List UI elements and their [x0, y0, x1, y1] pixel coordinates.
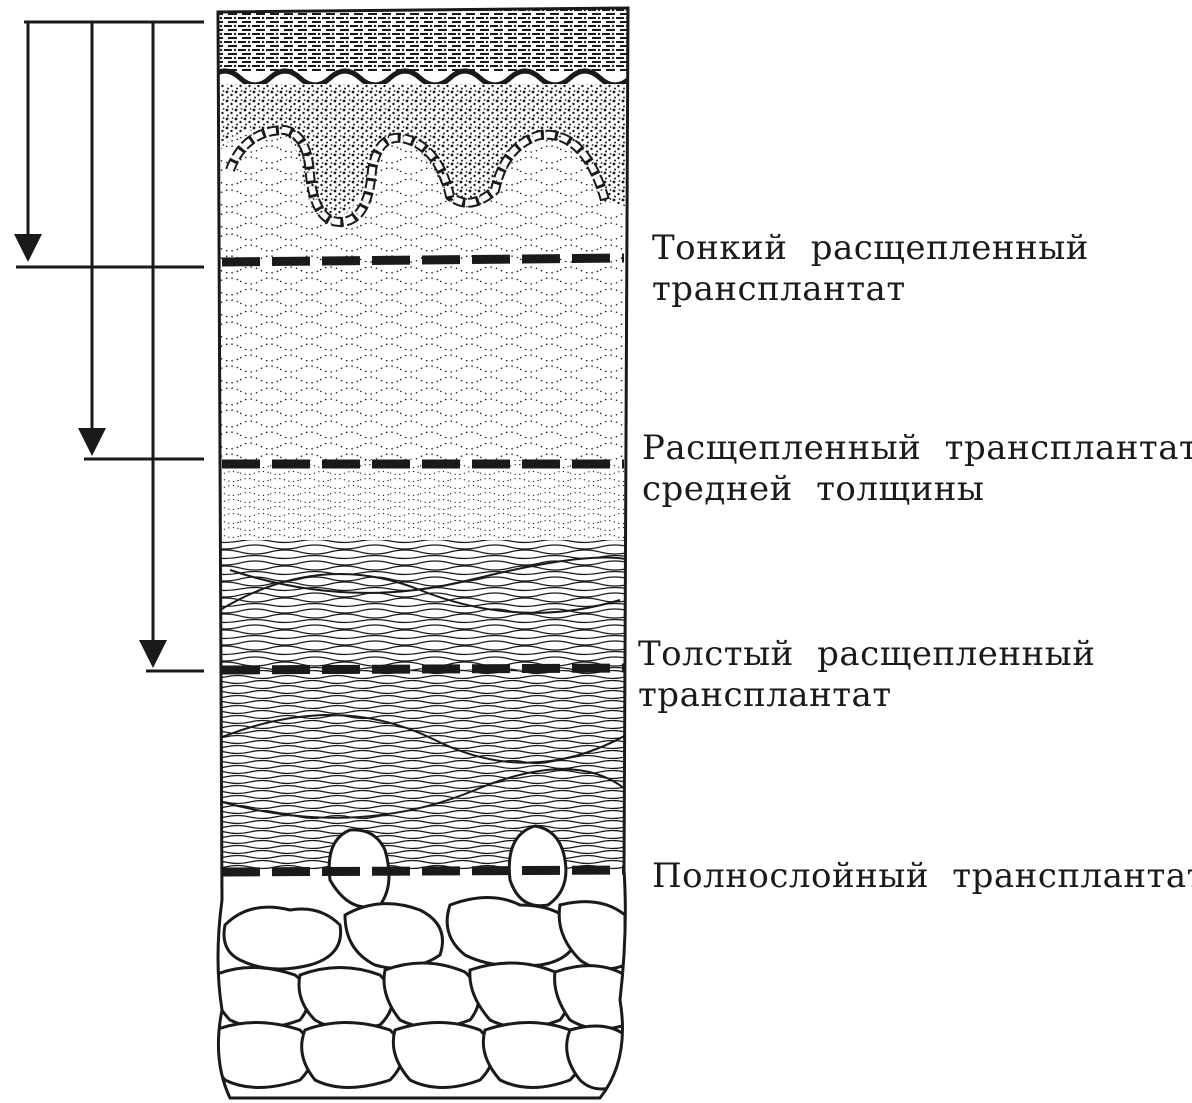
label-thin-split-graft: Тонкий расщепленный трансплантат [652, 228, 1089, 310]
arrowhead-medium [78, 428, 106, 456]
label-full-thickness-graft: Полнослойный трансплантат [652, 856, 1192, 897]
label-thin-line2: трансплантат [652, 269, 1089, 310]
reticular-dermis-mid [200, 460, 650, 540]
label-thick-line1: Толстый расщепленный [638, 634, 1095, 675]
label-medium-line2: средней толщины [642, 469, 1192, 510]
reticular-dermis-upper [200, 265, 650, 460]
label-full-line1: Полнослойный трансплантат [652, 856, 1192, 897]
label-medium-split-graft: Расщепленный трансплантат средней толщин… [642, 428, 1192, 510]
depth-arrows [16, 22, 204, 671]
arrowhead-thin [14, 234, 42, 262]
label-thick-split-graft: Толстый расщепленный трансплантат [638, 634, 1095, 716]
epidermis-wavy-boundary [210, 71, 660, 85]
label-thick-line2: трансплантат [638, 675, 1095, 716]
arrowhead-thick [139, 640, 167, 668]
label-thin-line1: Тонкий расщепленный [652, 228, 1089, 269]
label-medium-line1: Расщепленный трансплантат [642, 428, 1192, 469]
tissue-column [200, 0, 660, 1103]
